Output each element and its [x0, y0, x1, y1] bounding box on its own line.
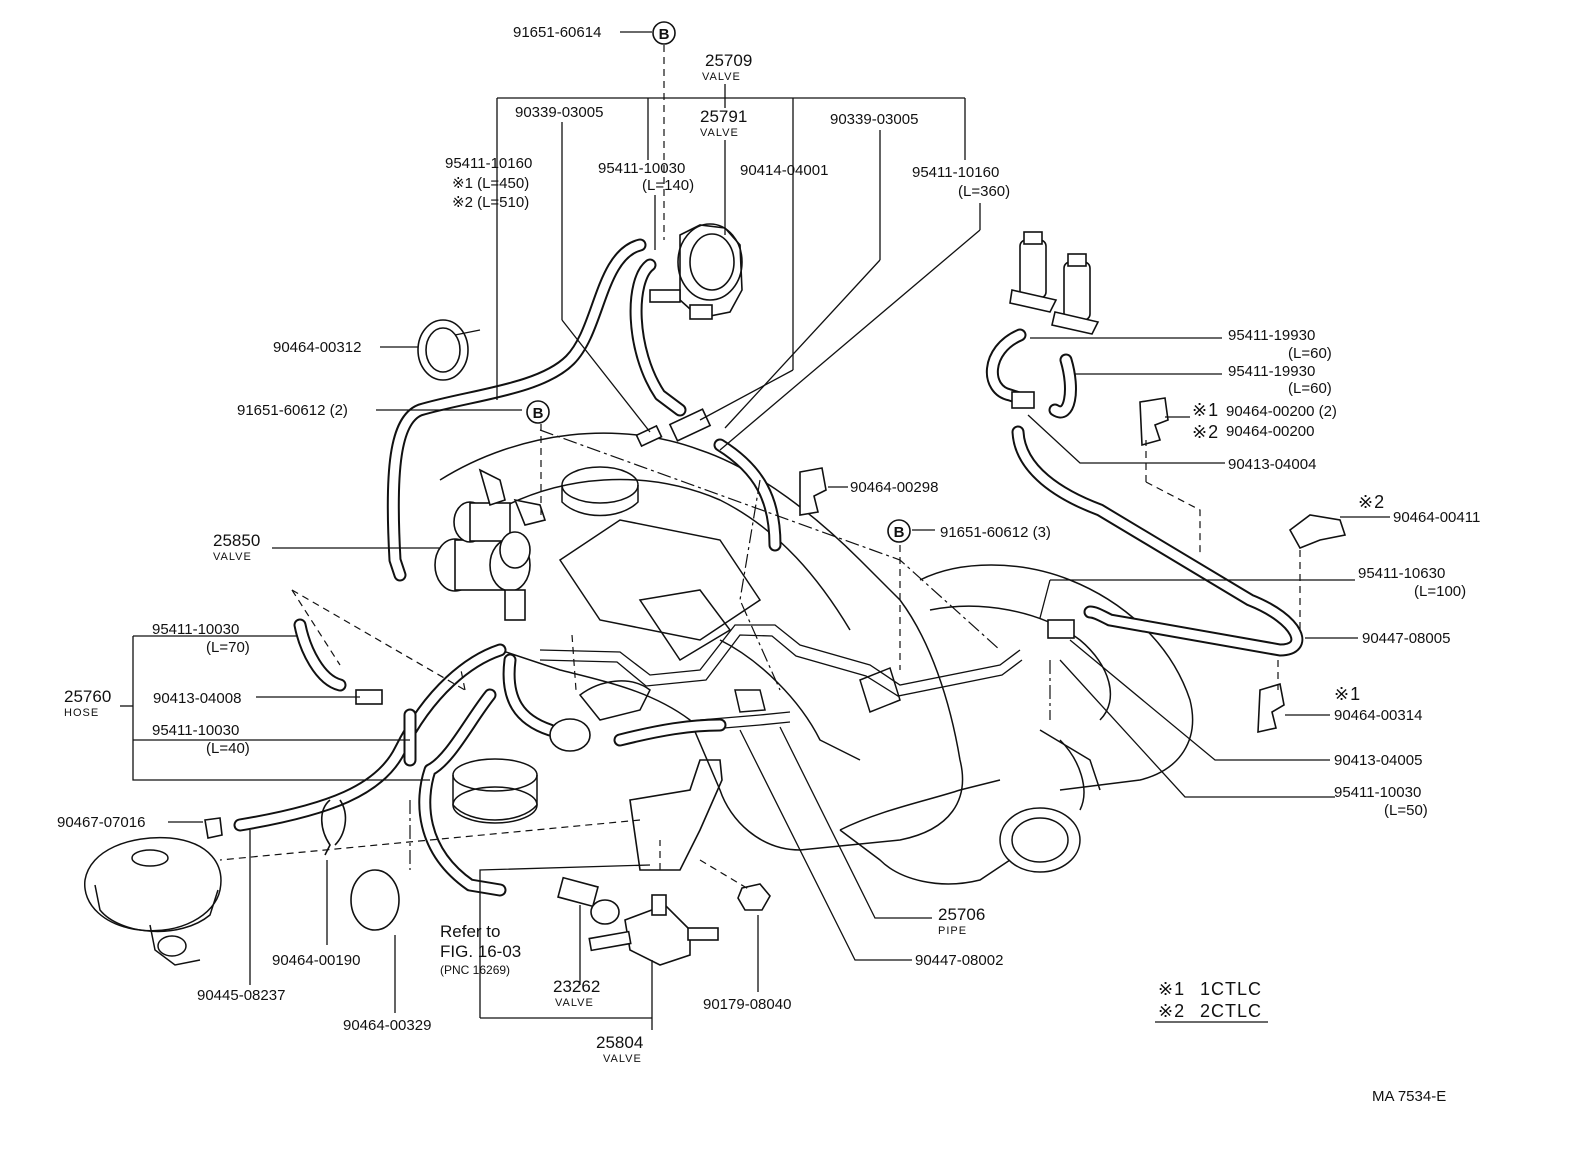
- label-90464-00329: 90464-00329: [343, 1017, 431, 1034]
- label-95411-19930-a-length: (L=60): [1288, 345, 1332, 362]
- svg-text:B: B: [659, 26, 670, 43]
- clamp-90464-00298: [799, 467, 827, 516]
- label-25709-number: 25709: [705, 51, 752, 70]
- label-90447-08002: 90447-08002: [915, 952, 1003, 969]
- tee-90413-04005: [1047, 619, 1075, 639]
- clip-90467-07016: [204, 817, 223, 839]
- label-95411-10160-left-l1: ※1 (L=450): [452, 175, 529, 192]
- label-90339-03005-right: 90339-03005: [830, 111, 918, 128]
- label-23262-name: VALVE: [555, 997, 594, 1009]
- hose-network: [233, 238, 1304, 897]
- label-25760-name: HOSE: [64, 707, 99, 719]
- engine-outline: [84, 432, 1194, 966]
- label-95411-10160-right: 95411-10160: [912, 164, 999, 181]
- label-90413-04004: 90413-04004: [1228, 456, 1316, 473]
- label-90467-07016: 90467-07016: [57, 814, 145, 831]
- label-95411-10030-70: 95411-10030: [152, 621, 239, 638]
- label-95411-10030-50-length: (L=50): [1384, 802, 1428, 819]
- label-90445-08237: 90445-08237: [197, 987, 285, 1004]
- figure-code: MA 7534-E: [1372, 1088, 1446, 1105]
- label-95411-10030-50: 95411-10030: [1334, 784, 1421, 801]
- label-90464-00312: 90464-00312: [273, 339, 361, 356]
- label-mark1-b: ※1: [1334, 684, 1361, 704]
- label-91651-60612-2: 91651-60612 (2): [237, 402, 348, 419]
- clamp-90464-00312: [417, 319, 481, 381]
- reference-line3: (PNC 16269): [440, 963, 510, 977]
- label-25804-number: 25804: [596, 1033, 643, 1052]
- valve-25709-body: [649, 223, 743, 320]
- label-95411-10030-top: 95411-10030: [598, 160, 685, 177]
- valve-25850-body: [434, 468, 547, 621]
- label-95411-10030-top-length: (L=140): [642, 177, 694, 194]
- components: [204, 223, 1347, 966]
- label-mark2-b: ※2: [1358, 492, 1385, 512]
- valve-25804-body: [588, 894, 719, 966]
- label-95411-10160-right-length: (L=360): [958, 183, 1010, 200]
- leader-lines: [120, 31, 1390, 1030]
- label-95411-10630: 95411-10630: [1358, 565, 1445, 582]
- label-95411-10160-left-l2: ※2 (L=510): [452, 194, 529, 211]
- tee-90413-04004: [1011, 391, 1035, 409]
- label-25706-name: PIPE: [938, 925, 967, 937]
- label-25791-name: VALVE: [700, 127, 739, 139]
- check-valve: [549, 718, 591, 752]
- label-25706-number: 25706: [938, 905, 985, 924]
- label-90464-00200: 90464-00200: [1226, 423, 1314, 440]
- legend-text-2: 2CTLC: [1200, 1001, 1262, 1021]
- label-90413-04005: 90413-04005: [1334, 752, 1422, 769]
- label-91651-60612-3: 91651-60612 (3): [940, 524, 1051, 541]
- label-23262-number: 23262: [553, 977, 600, 996]
- legend-mark-1: ※1: [1158, 979, 1185, 999]
- label-25850-number: 25850: [213, 531, 260, 550]
- circle-b-marker-right: B: [887, 519, 911, 543]
- reference-line1: Refer to: [440, 922, 500, 941]
- label-95411-10160-left: 95411-10160: [445, 155, 532, 172]
- label-95411-19930-b: 95411-19930: [1228, 363, 1315, 380]
- label-mark2-a: ※2: [1192, 422, 1219, 442]
- bracket: [629, 759, 723, 871]
- label-90464-00190: 90464-00190: [272, 952, 360, 969]
- label-95411-10630-length: (L=100): [1414, 583, 1466, 600]
- label-90447-08005: 90447-08005: [1362, 630, 1450, 647]
- clamp-90464-00200: [1139, 397, 1169, 447]
- label-25804-name: VALVE: [603, 1053, 642, 1065]
- label-25760-number: 25760: [64, 687, 111, 706]
- label-91651-60614: 91651-60614: [513, 24, 601, 41]
- label-95411-10030-40: 95411-10030: [152, 722, 239, 739]
- clamp-90464-00314: [1257, 682, 1285, 734]
- nut-90179-08040: [737, 883, 771, 911]
- clamp-90464-00411: [1288, 514, 1347, 550]
- label-90339-03005-left: 90339-03005: [515, 104, 603, 121]
- label-90413-04008: 90413-04008: [153, 690, 241, 707]
- circle-b-marker-middle: B: [526, 400, 550, 424]
- clamp-90464-00329: [350, 869, 400, 931]
- label-90464-00411: 90464-00411: [1393, 509, 1480, 526]
- legend: ※1 1CTLC ※2 2CTLC: [1158, 979, 1262, 1021]
- label-90179-08040: 90179-08040: [703, 996, 791, 1013]
- circle-b-marker-top: B: [652, 21, 676, 45]
- svg-text:B: B: [894, 524, 905, 541]
- legend-mark-2: ※2: [1158, 1001, 1185, 1021]
- label-95411-19930-a: 95411-19930: [1228, 327, 1315, 344]
- label-90464-00200-2: 90464-00200 (2): [1226, 403, 1337, 420]
- label-90414-04001: 90414-04001: [740, 162, 828, 179]
- svg-text:B: B: [533, 405, 544, 422]
- label-90464-00314: 90464-00314: [1334, 707, 1422, 724]
- vsv-twin: [1009, 231, 1100, 335]
- clip-90464-00190: [320, 799, 347, 856]
- label-25709-name: VALVE: [702, 71, 741, 83]
- label-95411-10030-70-length: (L=70): [206, 639, 250, 656]
- valve-23262-body: [557, 876, 620, 925]
- label-mark1-a: ※1: [1192, 400, 1219, 420]
- label-95411-10030-40-length: (L=40): [206, 740, 250, 757]
- label-90464-00298: 90464-00298: [850, 479, 938, 496]
- label-25791-number: 25791: [700, 107, 747, 126]
- reference-line2: FIG. 16-03: [440, 942, 521, 961]
- part-labels: 91651-60614 25709 VALVE 90339-03005 2579…: [57, 24, 1480, 1065]
- label-25850-name: VALVE: [213, 551, 252, 563]
- legend-text-1: 1CTLC: [1200, 979, 1262, 999]
- label-95411-19930-b-length: (L=60): [1288, 380, 1332, 397]
